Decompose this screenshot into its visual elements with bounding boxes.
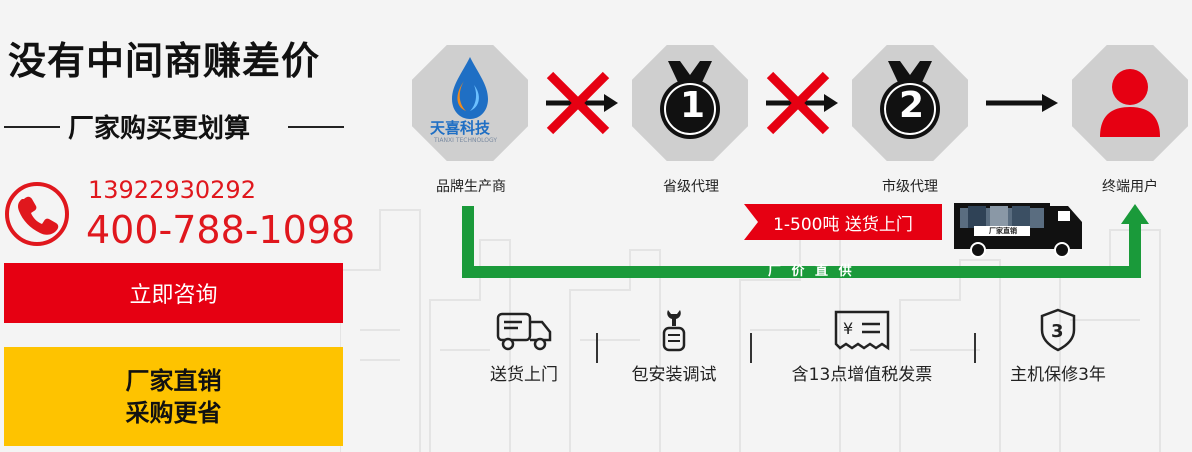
medal-1-icon xyxy=(660,61,720,139)
end-user-octagon xyxy=(1072,45,1188,161)
medal-number-1: 1 xyxy=(680,85,706,126)
consult-button[interactable]: 立即咨询 xyxy=(4,263,343,323)
phone-number-hotline[interactable]: 400-788-1098 xyxy=(86,208,356,252)
svg-text:¥: ¥ xyxy=(843,319,853,338)
medal-number-2: 2 xyxy=(899,85,925,126)
service-delivery: 送货上门 xyxy=(434,308,614,385)
subline-text: 厂家购买更划算 xyxy=(68,114,251,144)
water-drop-logo-icon xyxy=(452,57,488,119)
delivery-truck-icon xyxy=(496,312,552,351)
label-provincial-agent: 省级代理 xyxy=(663,179,719,195)
headline: 没有中间商赚差价 xyxy=(8,39,321,83)
truck-label: 厂家直销 xyxy=(989,227,1017,235)
truck-icon xyxy=(954,203,1082,258)
divider xyxy=(4,126,60,128)
left-panel: 没有中间商赚差价 厂家购买更划算 13922930292 400-788-109… xyxy=(0,0,355,452)
service-invoice: ¥ 含13点增值税发票 xyxy=(772,308,952,385)
service-label: 含13点增值税发票 xyxy=(791,365,933,385)
promo-line-2: 采购更省 xyxy=(125,398,222,427)
warranty-number: 3 xyxy=(1051,321,1064,342)
delivery-banner: 1-500吨 送货上门 xyxy=(744,204,942,240)
promo-box: 厂家直销 采购更省 xyxy=(4,347,343,446)
divider xyxy=(288,126,344,128)
user-icon xyxy=(1100,69,1160,137)
phone-number-mobile[interactable]: 13922930292 xyxy=(88,176,256,204)
service-label: 包安装调试 xyxy=(631,365,717,385)
arrow-right-icon xyxy=(986,94,1058,112)
phone-icon xyxy=(5,182,69,246)
service-label: 主机保修3年 xyxy=(1010,365,1106,385)
crossed-arrow-1-icon xyxy=(546,71,618,135)
city-agent-octagon xyxy=(852,45,968,161)
label-manufacturer: 品牌生产商 xyxy=(436,179,506,195)
invoice-icon: ¥ xyxy=(834,310,890,351)
logo-text: 天喜科技 xyxy=(430,119,491,137)
service-installation: 包安装调试 xyxy=(584,308,764,385)
provincial-agent-octagon xyxy=(632,45,748,161)
shield-icon: 3 xyxy=(1040,308,1076,352)
divider xyxy=(974,333,976,363)
logo-subtext: TIANXI TECHNOLOGY xyxy=(434,137,498,144)
factory-direct-green-arrow xyxy=(462,204,1149,278)
promo-line-1: 厂家直销 xyxy=(125,366,222,395)
service-warranty: 3 主机保修3年 xyxy=(968,308,1148,385)
divider xyxy=(596,333,598,363)
wrench-hand-icon xyxy=(662,310,686,352)
factory-direct-label: 厂 价 直 供 xyxy=(768,264,855,279)
subline: 厂家购买更划算 xyxy=(0,108,345,144)
manufacturer-octagon xyxy=(412,45,528,161)
divider xyxy=(750,333,752,363)
label-end-user: 终端用户 xyxy=(1102,179,1158,195)
crossed-arrow-2-icon xyxy=(766,71,838,135)
label-city-agent: 市级代理 xyxy=(882,179,938,195)
service-label: 送货上门 xyxy=(490,365,558,385)
medal-2-icon xyxy=(880,61,940,139)
